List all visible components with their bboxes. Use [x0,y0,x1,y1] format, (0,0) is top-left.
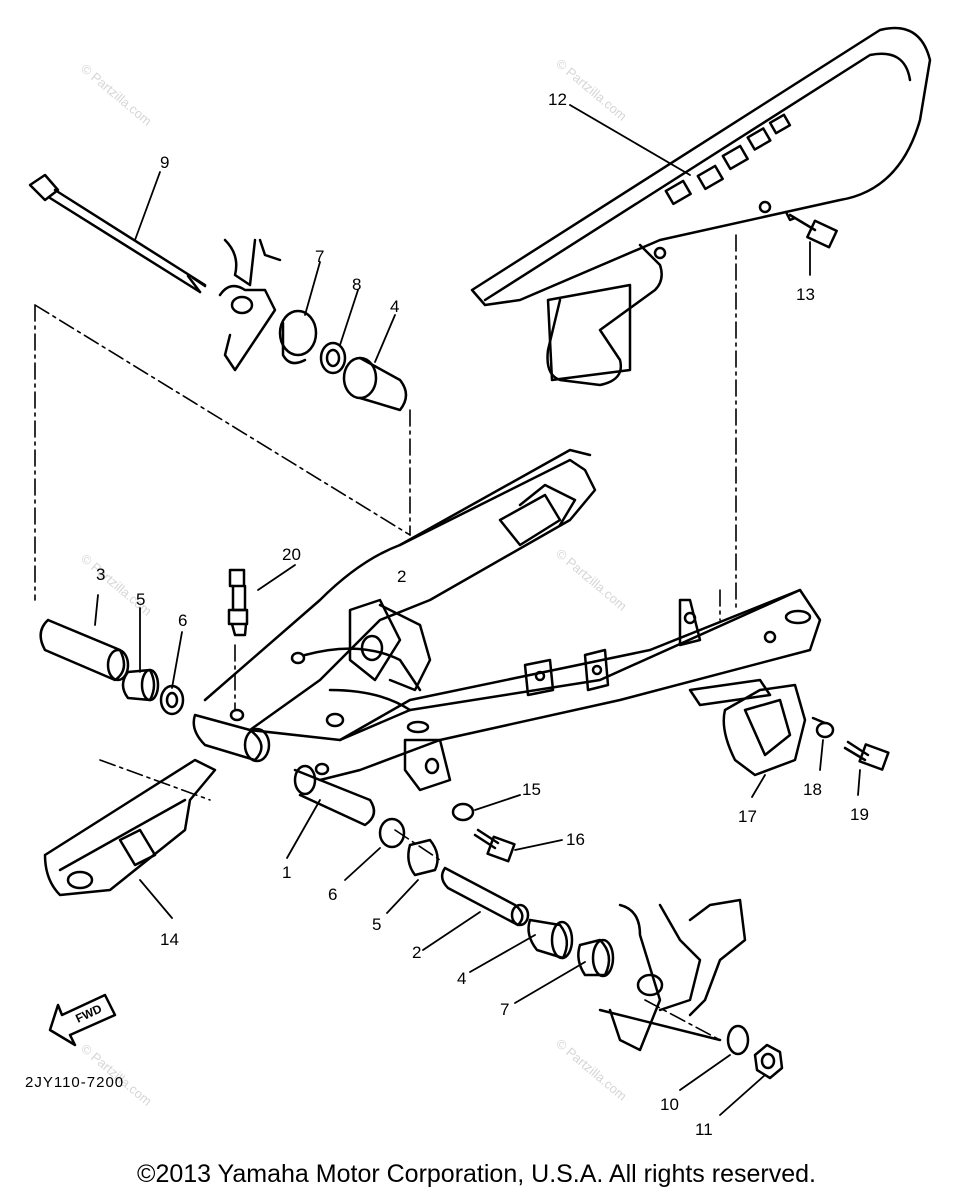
forward-arrow-icon [48,993,117,1047]
callout-label: 4 [390,297,399,316]
frame-detail-upper [218,238,282,372]
watermarks: © Partzilla.com © Partzilla.com © Partzi… [78,56,630,1109]
callout-label: 9 [160,153,169,172]
watermark: © Partzilla.com [553,546,630,614]
callout-label: 17 [738,807,757,826]
part-6-seal-left [159,684,185,716]
callout-label: 20 [282,545,301,564]
part-10-washer [726,1024,750,1056]
leader-lines [94,104,861,1116]
callout-label: 10 [660,1095,679,1114]
callout-label: 14 [160,930,179,949]
part-3-spacer-left [39,618,130,682]
frame-detail-lower [598,898,747,1052]
callout-label: 6 [328,885,337,904]
part-2-spacer-right [440,866,530,927]
callout-label: 4 [457,969,466,988]
callout-label: 1 [282,863,291,882]
part-7-bushing-upper [278,309,318,365]
part-16-bolt [473,828,516,863]
callout-label: 19 [850,805,869,824]
part-12-chain-case [470,26,932,387]
part-14-chain-slider [43,758,217,897]
part-11-nut [753,1043,784,1080]
watermark: © Partzilla.com [553,1036,630,1104]
part-17-guard [722,683,807,777]
callout-label: 16 [566,830,585,849]
callout-label: 5 [136,590,145,609]
part-5-bushing-left [121,668,160,702]
part-6-seal-right [378,817,406,849]
part-8-washer [319,341,347,375]
callout-label: 6 [178,611,187,630]
copyright-notice: ©2013 Yamaha Motor Corporation, U.S.A. A… [137,1160,816,1188]
part-15-washer [451,802,475,822]
diagram-code: 2JY110-7200 [25,1074,124,1091]
part-4-collar-lower [527,918,574,960]
callout-label: 7 [315,247,324,266]
part-20-grease-nipple [227,568,249,722]
watermark: © Partzilla.com [78,61,155,129]
part-19-bolt [843,740,890,771]
callout-label: 8 [352,275,361,294]
callout-label: 3 [96,565,105,584]
callout-label: 2 [397,567,406,586]
part-7-bushing-lower [577,938,615,978]
swingarm [203,448,822,782]
callout-label: 5 [372,915,381,934]
callout-label: 13 [796,285,815,304]
callout-label: 15 [522,780,541,799]
part-18-washer [811,716,835,739]
callout-label: 2 [412,943,421,962]
part-5-bushing-right [407,838,439,877]
callout-label: 11 [695,1120,713,1139]
part-4-collar-upper [342,356,408,412]
part-13-bolt [784,210,838,249]
callout-label: 18 [803,780,822,799]
callout-label: 7 [500,1000,509,1019]
assembly-lines [34,234,737,1041]
callout-label: 12 [548,90,567,109]
part-9-pivot-shaft [28,173,207,294]
front-pivot-tube [192,713,452,827]
